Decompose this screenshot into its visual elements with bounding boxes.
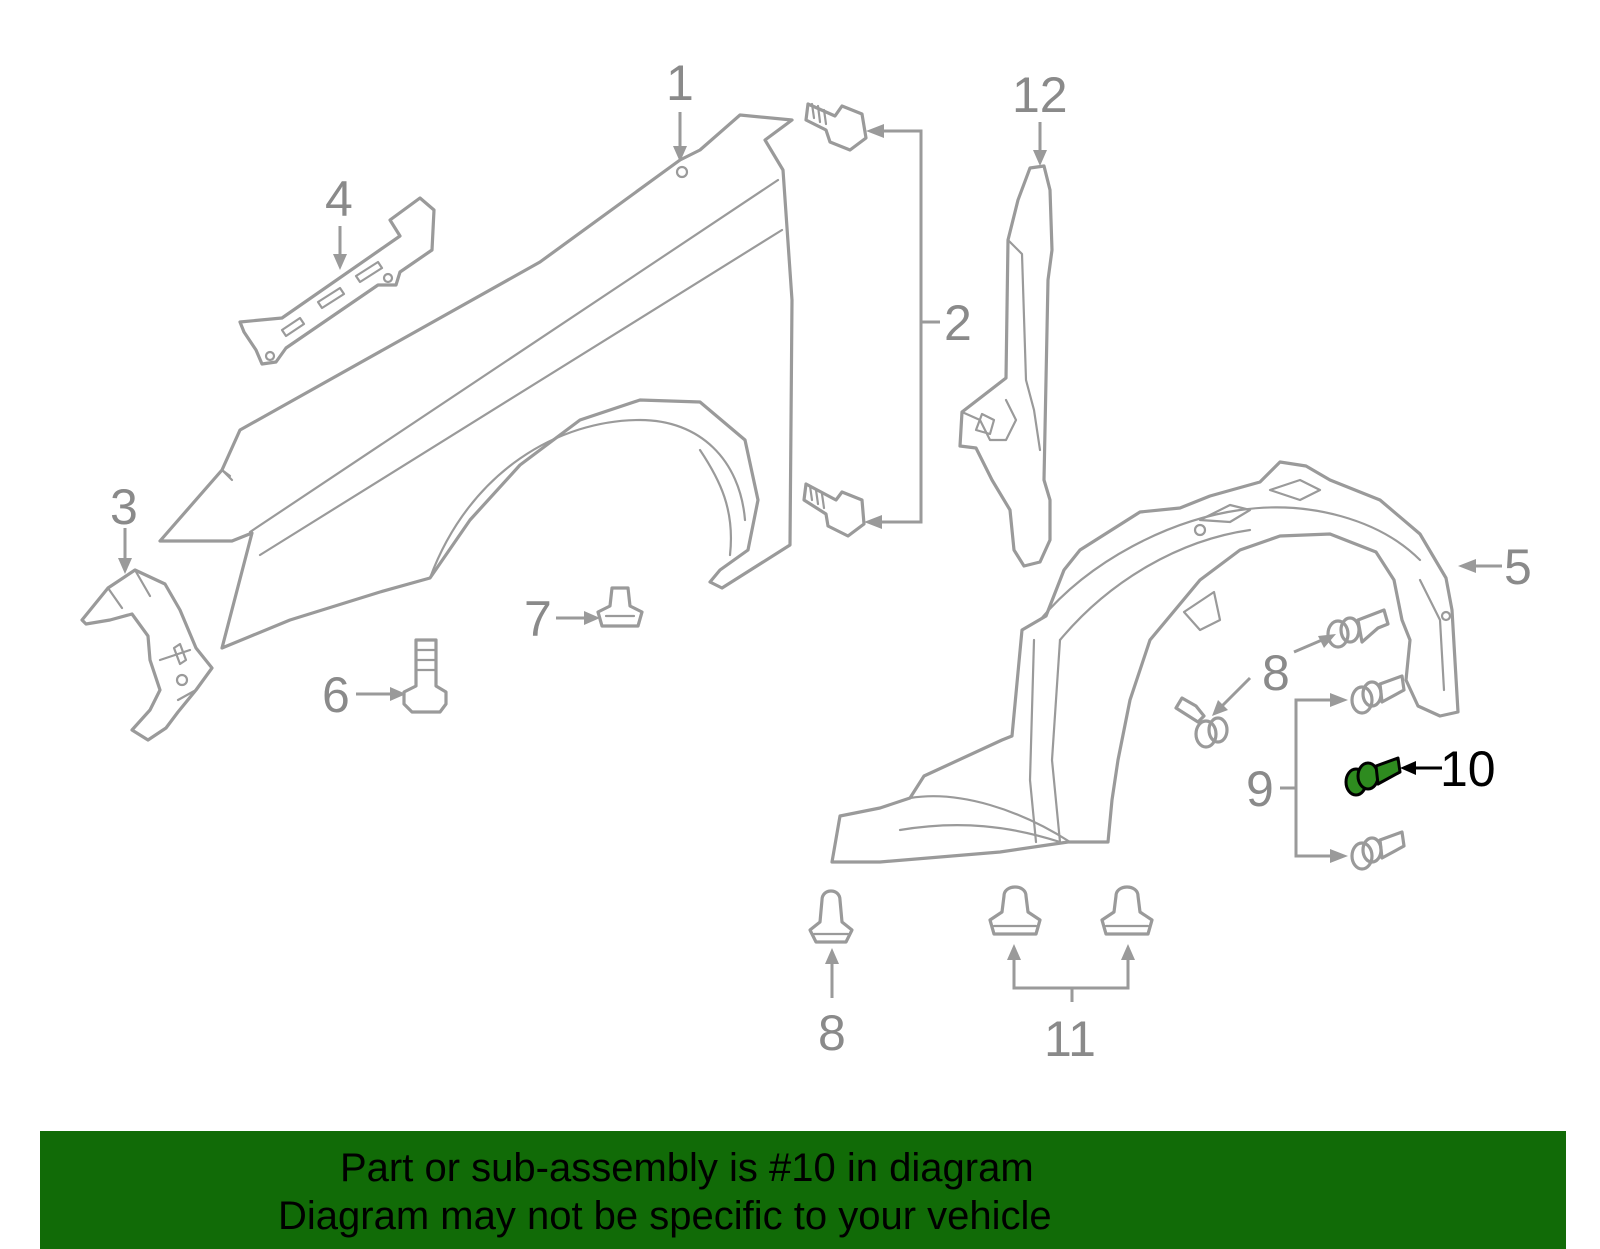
clip-lower-part-9[interactable] <box>1350 830 1406 871</box>
callout-2: 2 <box>944 295 972 351</box>
leader-part-7 <box>556 611 600 625</box>
leader-part-6 <box>356 687 406 701</box>
clip-part-10-highlighted[interactable] <box>1344 756 1402 797</box>
callout-11: 11 <box>1044 1011 1096 1067</box>
callout-10: 10 <box>1440 741 1496 797</box>
callout-8-bottom: 8 <box>818 1005 846 1061</box>
leader-part-10 <box>1400 761 1442 775</box>
callout-9: 9 <box>1246 761 1274 817</box>
leader-part-4 <box>333 226 347 270</box>
callout-6: 6 <box>322 667 350 723</box>
clip-bottom-part-8[interactable] <box>808 889 854 944</box>
callout-1: 1 <box>666 55 694 111</box>
clip-upper-part-9[interactable] <box>1350 674 1406 715</box>
banner-line-1: Part or sub-assembly is #10 in diagram <box>340 1146 1034 1190</box>
clip-part-7[interactable] <box>596 586 644 628</box>
leader-part-5 <box>1458 559 1502 573</box>
leader-part-1 <box>673 112 687 162</box>
callout-3: 3 <box>110 479 138 535</box>
fender-part-1[interactable] <box>158 113 794 650</box>
leader-part-3 <box>118 528 132 574</box>
banner-line-2: Diagram may not be specific to your vehi… <box>278 1194 1052 1238</box>
clip-left-part-11[interactable] <box>988 885 1042 936</box>
info-banner: Part or sub-assembly is #10 in diagram D… <box>40 1131 1566 1249</box>
leader-part-11 <box>1007 944 1135 1002</box>
bracket-part-4[interactable] <box>238 196 436 366</box>
leader-part-8-bottom <box>825 948 839 998</box>
callout-4: 4 <box>325 171 353 227</box>
leader-part-9 <box>1280 693 1348 863</box>
bracket-part-3[interactable] <box>80 568 214 742</box>
leader-part-12 <box>1033 122 1047 166</box>
bolt-lower-part-2[interactable] <box>802 482 866 538</box>
leader-part-2 <box>864 124 940 529</box>
bolt-part-6[interactable] <box>402 638 448 714</box>
seal-part-12[interactable] <box>958 164 1054 568</box>
callout-8-upper: 8 <box>1262 645 1290 701</box>
callout-12: 12 <box>1012 67 1068 123</box>
leader-part-8-upper <box>1212 634 1336 716</box>
callout-5: 5 <box>1504 539 1532 595</box>
callout-7: 7 <box>524 591 552 647</box>
liner-part-5[interactable] <box>830 460 1460 864</box>
bolt-upper-part-2[interactable] <box>804 102 868 152</box>
clip-upper-part-8[interactable] <box>1326 608 1390 649</box>
clip-right-part-11[interactable] <box>1100 885 1154 936</box>
clip-mid-part-8[interactable] <box>1174 696 1229 749</box>
